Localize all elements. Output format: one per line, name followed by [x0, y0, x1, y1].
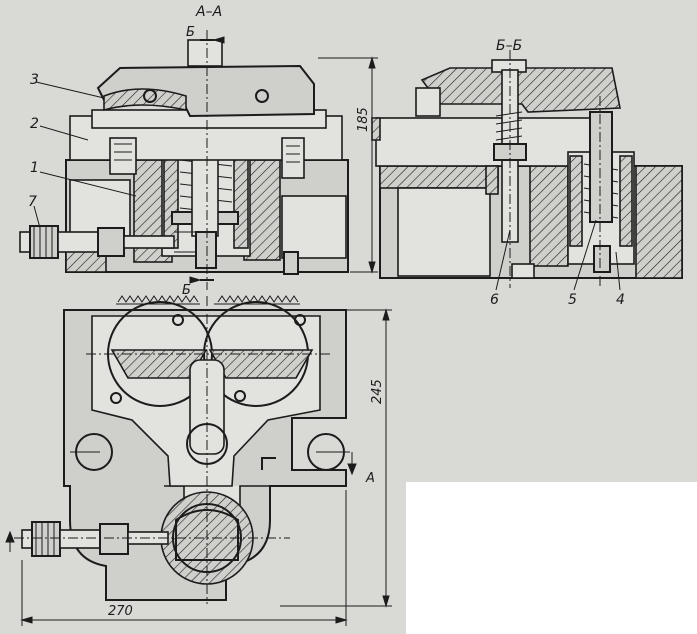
callout-1: 1 — [30, 160, 39, 176]
callout-6: 6 — [490, 292, 499, 308]
section-title-aa: А–А — [195, 4, 222, 20]
section-title-bb: Б–Б — [496, 38, 522, 54]
dimension-245: 245 — [370, 379, 385, 404]
callout-4: 4 — [616, 292, 625, 308]
cut-mark-b-bottom: Б — [182, 283, 191, 298]
cut-mark-a: А — [365, 471, 375, 486]
callout-2: 2 — [30, 116, 39, 132]
callout-3: 3 — [30, 72, 39, 88]
plan-view — [5, 295, 392, 626]
dimension-270: 270 — [108, 604, 133, 619]
cut-mark-b-top: Б — [186, 25, 195, 40]
section-view-bb — [371, 50, 683, 291]
blank-area — [406, 482, 697, 634]
callout-7: 7 — [28, 194, 37, 210]
dimension-185: 185 — [356, 107, 371, 132]
section-view-aa — [19, 30, 378, 290]
callout-5: 5 — [568, 292, 577, 308]
